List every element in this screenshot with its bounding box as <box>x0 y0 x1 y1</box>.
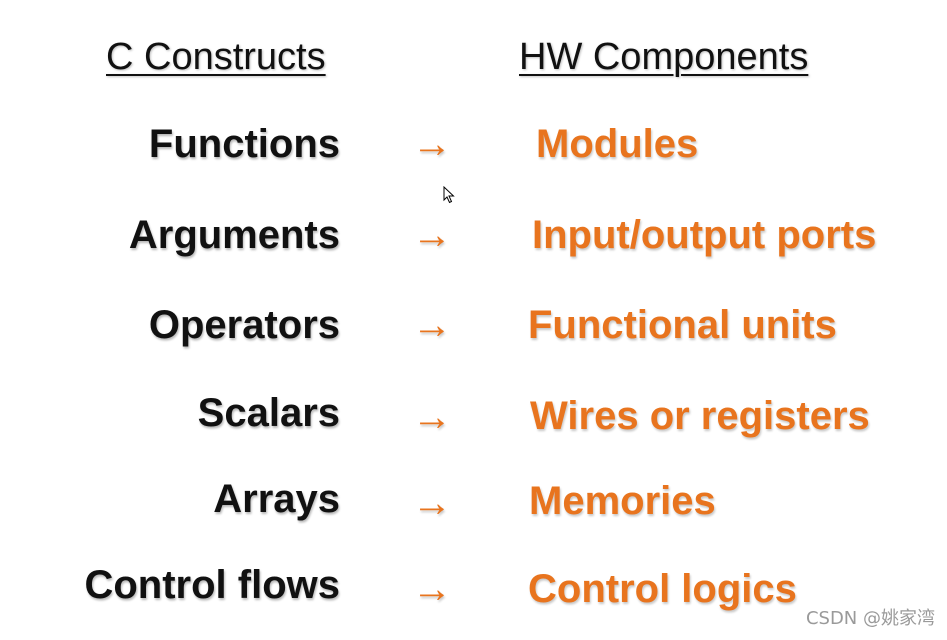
arrow-icon: → <box>412 213 452 257</box>
mouse-pointer-icon <box>443 186 455 204</box>
header-c-constructs: C Constructs <box>106 36 326 78</box>
c-construct-label: Scalars <box>197 391 340 435</box>
hw-component-label: Control logics <box>528 567 797 611</box>
mapping-row: Arguments → Input/output ports <box>0 210 947 260</box>
hw-component-label: Wires or registers <box>530 394 870 438</box>
c-construct-label: Operators <box>148 303 340 347</box>
hw-component-label: Memories <box>529 479 716 523</box>
arrow-icon: → <box>412 303 452 347</box>
arrow-icon: → <box>412 395 452 439</box>
hw-component-label: Input/output ports <box>532 213 877 257</box>
c-construct-label: Control flows <box>84 563 340 607</box>
mapping-row: Functions → Modules <box>0 119 947 169</box>
c-construct-label: Arguments <box>128 213 340 257</box>
hw-component-label: Functional units <box>528 303 837 347</box>
arrow-icon: → <box>412 122 452 166</box>
arrow-icon: → <box>412 481 452 525</box>
mapping-row: Control flows → Control logics <box>0 560 947 611</box>
mapping-row: Arrays → Memories <box>0 474 947 525</box>
hw-component-label: Modules <box>536 122 699 166</box>
c-construct-label: Functions <box>148 122 340 166</box>
c-construct-label: Arrays <box>213 477 340 521</box>
mapping-row: Operators → Functional units <box>0 300 947 350</box>
arrow-icon: → <box>412 567 452 611</box>
watermark: CSDN @姚家湾 <box>805 608 935 629</box>
header-hw-components: HW Components <box>519 36 809 78</box>
mapping-row: Scalars → Wires or registers <box>0 388 947 439</box>
